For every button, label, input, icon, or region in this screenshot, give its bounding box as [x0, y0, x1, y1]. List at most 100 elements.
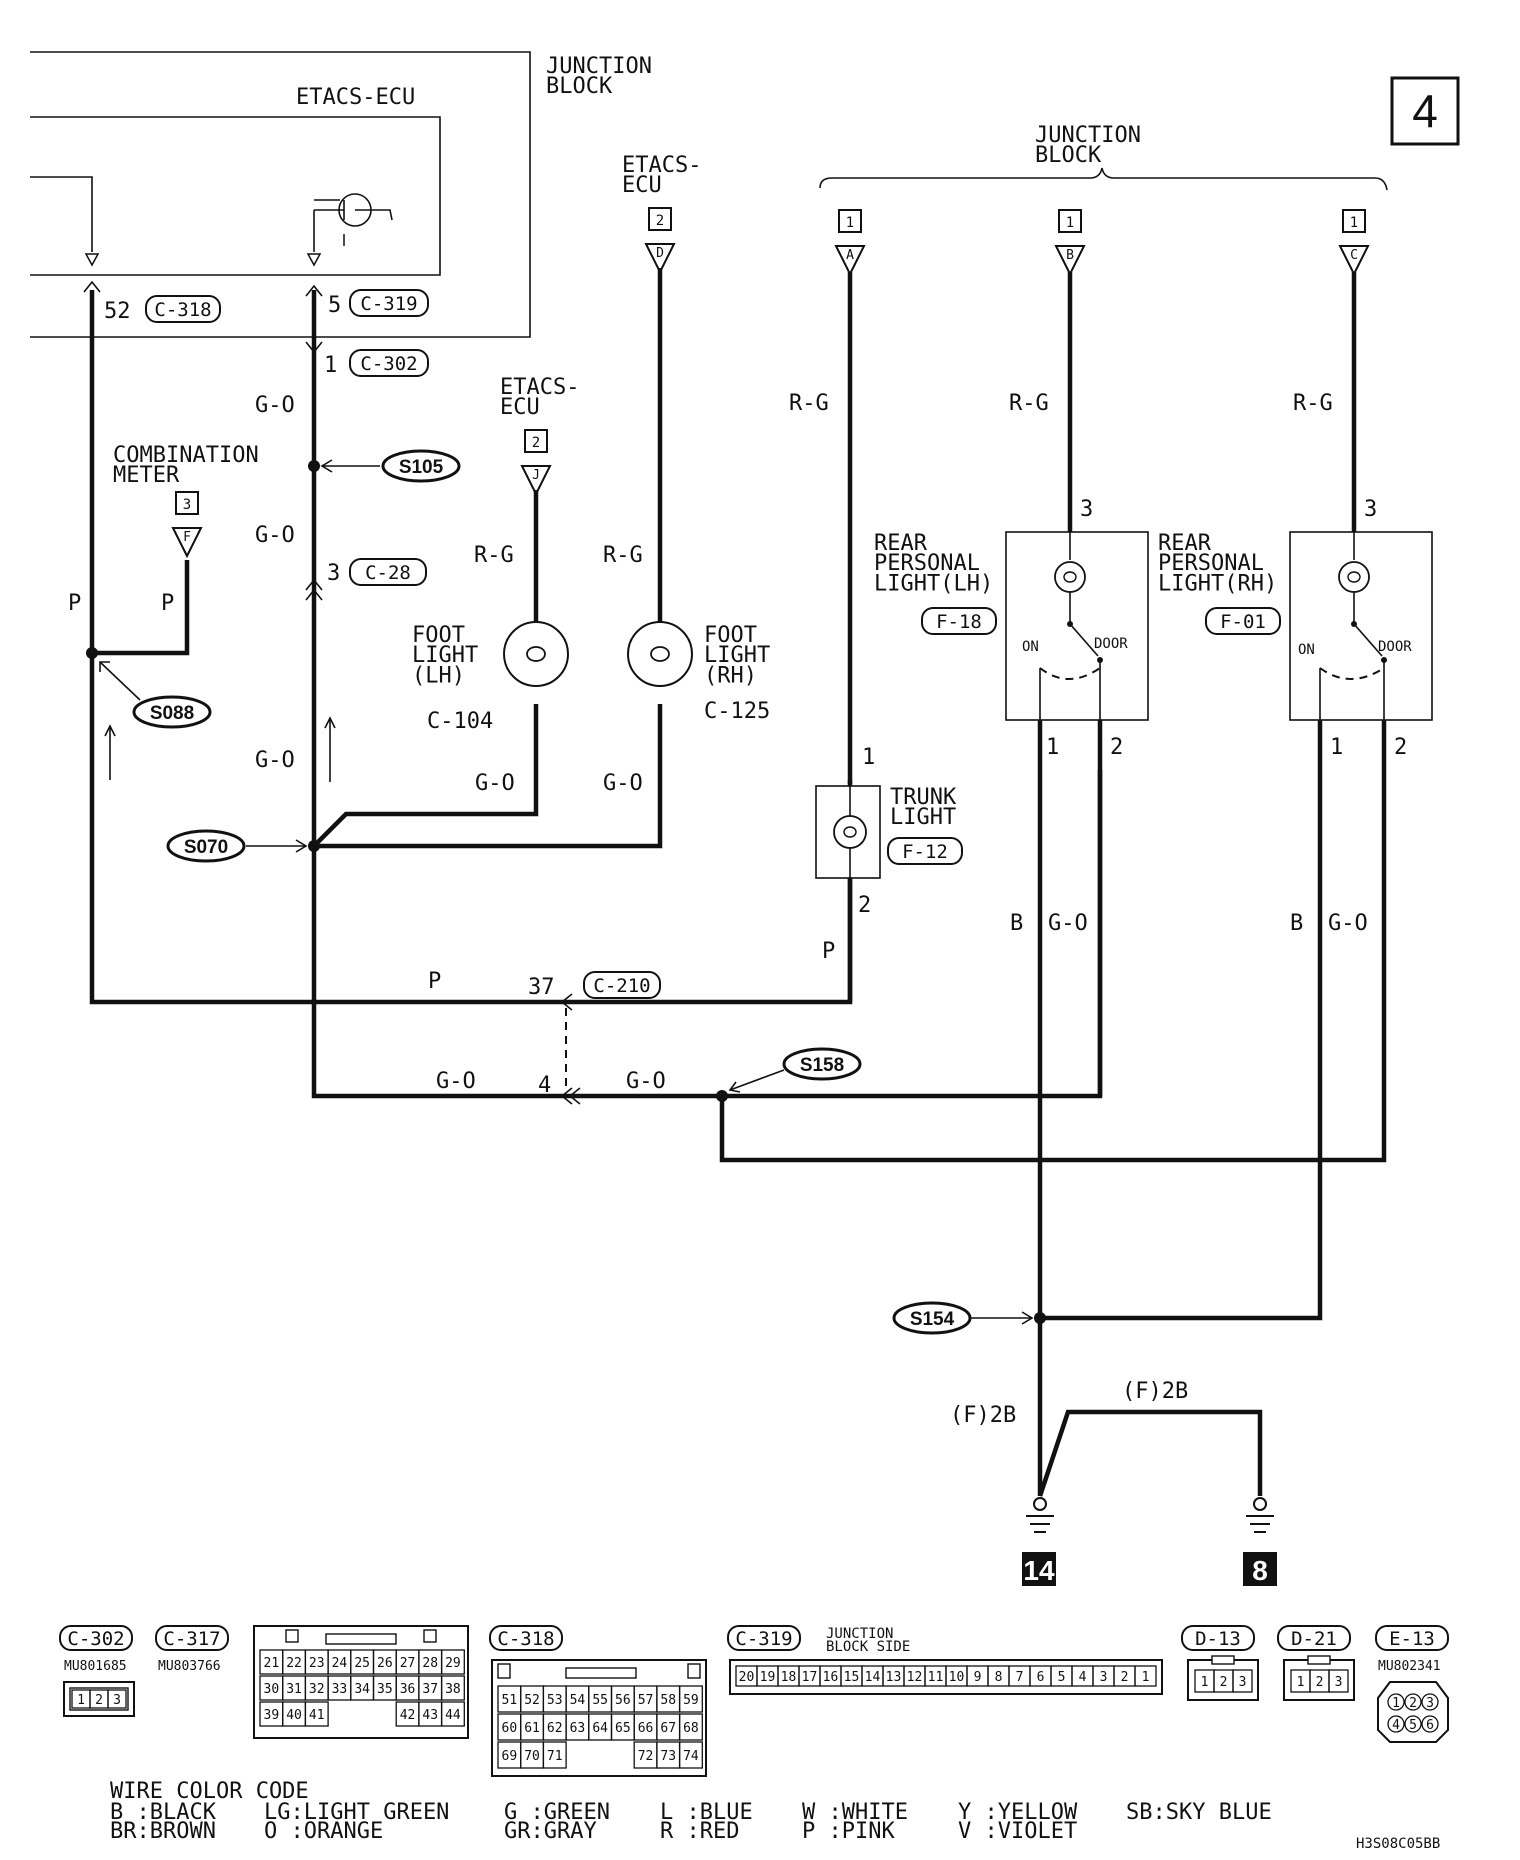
pin-number: 14 [865, 1670, 881, 1685]
svg-text:2: 2 [858, 893, 871, 918]
svg-text:1: 1 [1066, 215, 1074, 231]
pin-number: 22 [286, 1656, 302, 1671]
svg-text:2: 2 [656, 213, 664, 229]
pin-number: 72 [638, 1749, 654, 1764]
svg-text:1: 1 [1046, 735, 1059, 760]
pin-number: 16 [823, 1670, 839, 1685]
svg-text:P: P [68, 591, 81, 616]
svg-text:P: P [822, 939, 835, 964]
pin-number: 2 [1316, 1675, 1324, 1690]
svg-text:J: J [532, 468, 540, 483]
c302-pin [107, 1689, 127, 1709]
splice-s088: S088 [150, 703, 194, 724]
pin-number: 4 [1392, 1718, 1400, 1733]
pin-number: 1 [1392, 1696, 1400, 1711]
svg-text:1: 1 [324, 353, 337, 378]
svg-text:P: P [428, 969, 441, 994]
svg-text:DOOR: DOOR [1094, 636, 1128, 652]
svg-text:C: C [1350, 248, 1358, 263]
pin-number: 71 [547, 1749, 563, 1764]
svg-text:MU802341: MU802341 [1378, 1659, 1441, 1674]
pin-number: 29 [445, 1656, 461, 1671]
pin-number: 5 [1409, 1718, 1417, 1733]
c319-conn-tag: C-319 [360, 293, 417, 315]
svg-text:5: 5 [328, 293, 341, 318]
splice-s158: S158 [800, 1055, 844, 1076]
c317-pin [304, 1701, 329, 1727]
pin-number: 63 [570, 1721, 586, 1736]
e13-pin [1404, 1693, 1422, 1711]
pin-number: 52 [524, 1693, 540, 1708]
svg-text:G-O: G-O [436, 1069, 476, 1094]
pin-number: 12 [907, 1670, 923, 1685]
connector-views: C-302 MU801685 C-317 MU803766 C-318 C-31… [59, 1625, 1449, 1777]
d21-pin [1328, 1669, 1349, 1693]
jb-connector-a: 1 A [834, 209, 866, 277]
pin-number: 2 [1220, 1675, 1228, 1690]
pin-number: 1 [1142, 1670, 1150, 1685]
pin-number: 68 [683, 1721, 699, 1736]
e13-pin [1387, 1693, 1405, 1711]
pin-number: 2 [1121, 1670, 1129, 1685]
svg-text:C-125: C-125 [704, 699, 770, 724]
pin-number: 32 [309, 1682, 325, 1697]
svg-text:D-21: D-21 [1291, 1628, 1337, 1650]
pin-number: 61 [524, 1721, 540, 1736]
svg-text:4: 4 [538, 1073, 551, 1098]
pin-number: 70 [524, 1749, 540, 1764]
svg-text:GR:GRAY: GR:GRAY [504, 1819, 597, 1844]
svg-text:C-104: C-104 [427, 709, 493, 734]
pin-number: 1 [1201, 1675, 1209, 1690]
pin-number: 59 [683, 1693, 699, 1708]
c319-pin [1134, 1665, 1157, 1687]
splice-s070: S070 [184, 837, 228, 858]
pin-number: 35 [377, 1682, 393, 1697]
pin-number: 56 [615, 1693, 631, 1708]
svg-text:R-G: R-G [789, 391, 829, 416]
svg-text:C-318: C-318 [497, 1628, 554, 1650]
pin-number: 5 [1058, 1670, 1066, 1685]
e13-pin [1387, 1715, 1405, 1733]
svg-text:G-O: G-O [603, 771, 643, 796]
svg-text:F-12: F-12 [902, 841, 948, 863]
c302-conn-tag: C-302 [360, 353, 417, 375]
pin-number: 15 [844, 1670, 860, 1685]
pin-number: 28 [422, 1656, 438, 1671]
pin-number: 27 [400, 1656, 416, 1671]
pin-number: 43 [422, 1708, 438, 1723]
pin-number: 31 [286, 1682, 302, 1697]
svg-text:3: 3 [1364, 497, 1377, 522]
jb-connector-c: 1 C [1338, 209, 1370, 277]
svg-text:52: 52 [104, 299, 131, 324]
pin-number: 17 [802, 1670, 818, 1685]
svg-text:3: 3 [327, 561, 340, 586]
pin-number: 69 [502, 1749, 518, 1764]
svg-text:B :BLACK: B :BLACK [110, 1800, 217, 1825]
svg-text:G-O: G-O [475, 771, 515, 796]
svg-text:F-01: F-01 [1220, 611, 1266, 633]
svg-text:(F)2B: (F)2B [1122, 1379, 1188, 1404]
pin-number: 6 [1037, 1670, 1045, 1685]
d13-pin [1232, 1669, 1253, 1693]
svg-text:1: 1 [1350, 215, 1358, 231]
svg-text:G-O: G-O [626, 1069, 666, 1094]
svg-text:G-O: G-O [1048, 911, 1088, 936]
pin-number: 55 [592, 1693, 608, 1708]
pin-number: 65 [615, 1721, 631, 1736]
svg-text:R-G: R-G [474, 543, 514, 568]
ground-14: 14 [1023, 1555, 1055, 1586]
c28-conn-tag: C-28 [365, 562, 411, 584]
pin-number: 21 [264, 1656, 280, 1671]
svg-text:MU803766: MU803766 [158, 1659, 221, 1674]
svg-text:SB:SKY BLUE: SB:SKY BLUE [1126, 1800, 1272, 1825]
svg-text:P: P [161, 591, 174, 616]
svg-text:ON: ON [1022, 639, 1039, 655]
pin-number: 26 [377, 1656, 393, 1671]
c317-pin [440, 1701, 465, 1727]
